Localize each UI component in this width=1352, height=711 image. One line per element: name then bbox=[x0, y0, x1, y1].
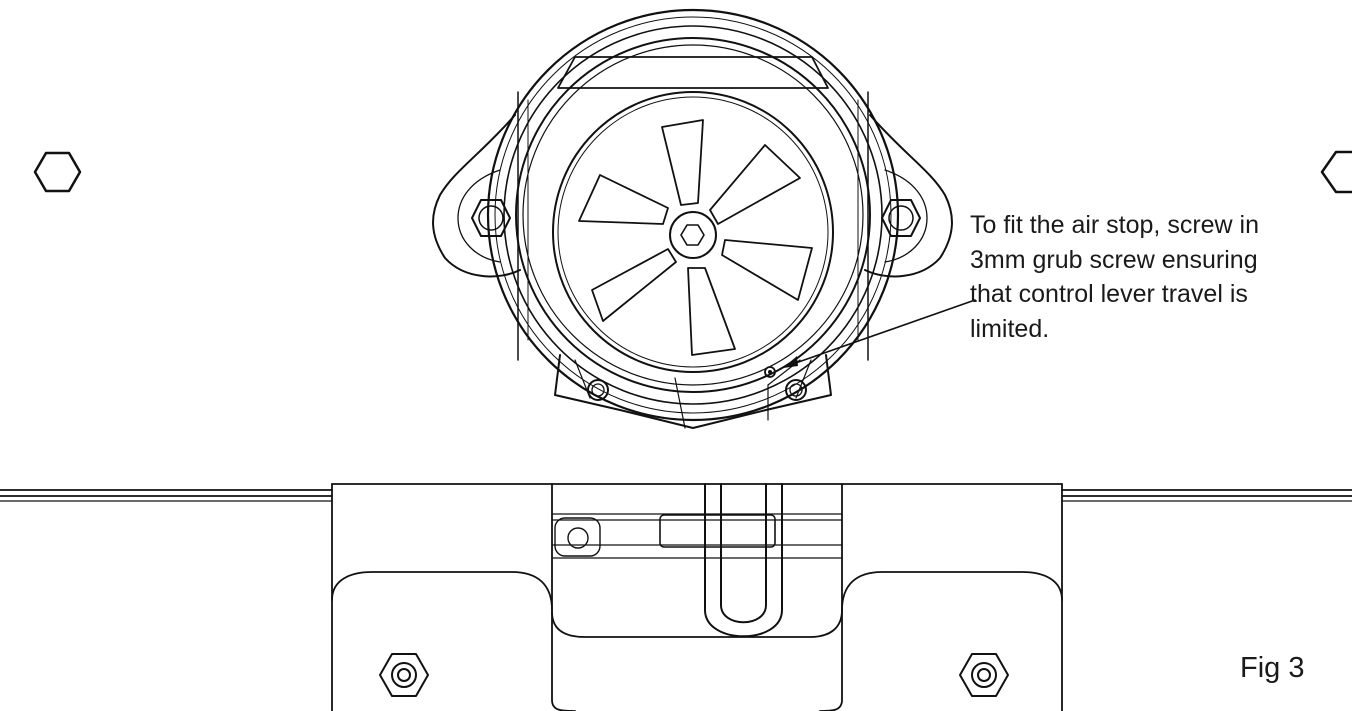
bottom-nut-right bbox=[959, 653, 1009, 697]
bottom-nut-left bbox=[379, 653, 429, 697]
air-stop-instruction: To fit the air stop, screw in 3mm grub s… bbox=[970, 208, 1350, 346]
flange-bolt-left bbox=[471, 199, 511, 237]
annotation-line-1: To fit the air stop, screw in bbox=[970, 211, 1260, 239]
ring-bolt-left bbox=[587, 379, 609, 401]
flange-bolt-right bbox=[881, 199, 921, 237]
flange bbox=[432, 114, 953, 278]
control-lever bbox=[554, 483, 783, 638]
leader-arrow bbox=[783, 299, 976, 368]
base-rails bbox=[0, 489, 1352, 502]
hex-bolt-left bbox=[33, 151, 82, 193]
air-shutter-disc bbox=[552, 91, 834, 373]
ring-bolt-right bbox=[785, 379, 807, 401]
air-control-body bbox=[486, 8, 900, 429]
hex-bolt-right bbox=[1320, 150, 1352, 194]
lower-bracket bbox=[331, 483, 1063, 711]
figure-label: Fig 3 bbox=[1240, 652, 1305, 684]
annotation-line-4: limited. bbox=[970, 314, 1050, 343]
annotation-line-3: that control lever travel is bbox=[970, 280, 1248, 308]
grub-screw bbox=[764, 366, 776, 378]
annotation-line-2: 3mm grub screw ensuring bbox=[970, 245, 1258, 274]
